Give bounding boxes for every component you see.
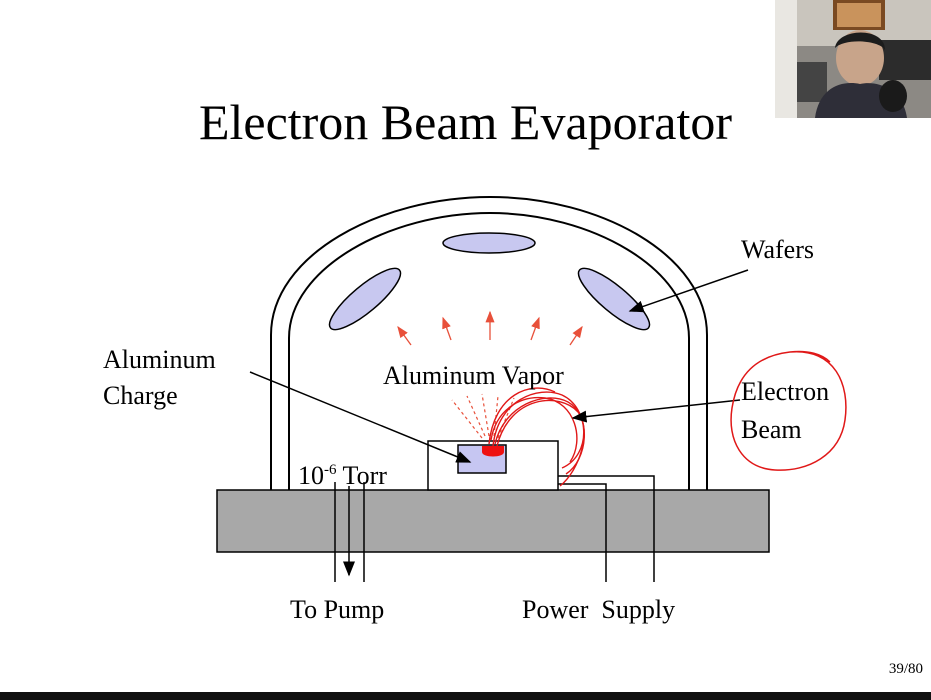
aluminum-charge-leader-arrow xyxy=(249,371,472,463)
pressure-unit: Torr xyxy=(342,461,387,490)
electron-beam-curves xyxy=(488,387,585,487)
power-lead-inner xyxy=(558,483,607,582)
wafer-top xyxy=(442,232,536,254)
vapor-arrows-upper xyxy=(397,310,583,346)
to-pump-label: To Pump xyxy=(290,595,385,624)
presenter-webcam xyxy=(775,0,931,118)
wafers-label: Wafers xyxy=(741,235,814,264)
wafers-leader-arrow xyxy=(628,269,749,313)
electron-beam-label-line2: Beam xyxy=(741,415,802,444)
bottom-edge-bar xyxy=(0,692,931,700)
pressure-exponent: -6 xyxy=(324,462,337,478)
aluminum-charge-label-line1: Aluminum xyxy=(103,345,216,374)
pressure-base: 10 xyxy=(298,461,324,490)
bell-jar-inner-wall xyxy=(288,211,690,490)
electron-beam-annotation-circle xyxy=(730,350,847,471)
pressure-label: 10-6 Torr xyxy=(298,455,387,491)
base-plate xyxy=(216,489,770,553)
page-number: 39/80 xyxy=(888,661,923,677)
electron-beam-label: Electron Beam xyxy=(741,376,829,445)
wafer-left xyxy=(328,267,402,331)
bell-jar-outer-wall xyxy=(270,195,708,490)
aluminum-charge-label-line2: Charge xyxy=(103,381,178,410)
molten-spot xyxy=(482,446,504,457)
power-supply-label: Power Supply xyxy=(522,595,676,624)
slide-title: Electron Beam Evaporator xyxy=(198,94,733,150)
webcam-image xyxy=(775,0,931,118)
aluminum-vapor-label: Aluminum Vapor xyxy=(383,361,564,390)
vapor-rays-lower xyxy=(451,393,515,439)
aluminum-charge-label: Aluminum Charge xyxy=(103,344,216,411)
electron-beam-label-line1: Electron xyxy=(741,377,830,406)
electron-beam-leader-arrow xyxy=(571,399,741,423)
wafer-right xyxy=(577,267,651,331)
power-lead-outer xyxy=(558,475,655,582)
